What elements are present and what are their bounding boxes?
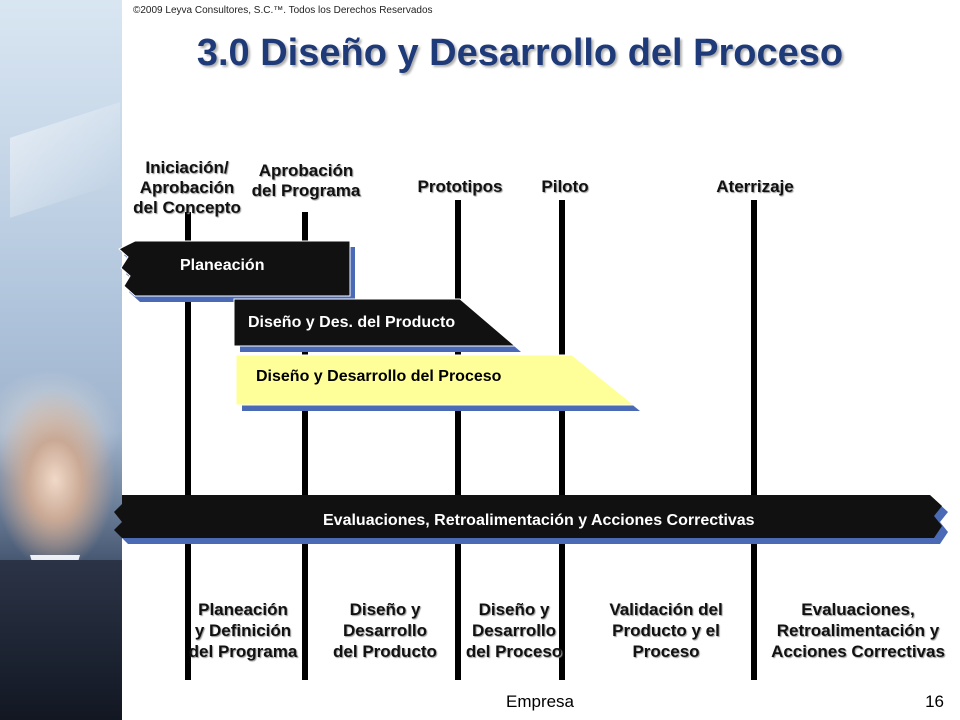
milestone-label-programa: Aprobación del Programa <box>251 161 361 200</box>
milestone-line-5 <box>751 200 757 680</box>
feedback-bar <box>114 495 948 544</box>
phase-label-producto: Diseño y Des. del Producto <box>248 314 456 331</box>
milestone-line-4 <box>559 200 565 680</box>
bottom-label-proceso: Diseño y Desarrollo del Proceso <box>465 600 563 661</box>
copyright-notice: ©2009 Leyva Consultores, S.C.™. Todos lo… <box>133 5 433 16</box>
bottom-label-programa: Planeación y Definición del Programa <box>188 600 298 661</box>
decorative-photo <box>0 0 122 720</box>
phase-bar-planeacion <box>118 240 355 302</box>
milestone-label-aterrizaje: Aterrizaje <box>716 177 794 196</box>
footer-label: Empresa <box>505 692 575 711</box>
milestone-line-2 <box>302 212 308 680</box>
phase-bar-producto <box>233 298 521 352</box>
milestone-label-prototipos: Prototipos <box>417 177 503 196</box>
feedback-bar-label: Evaluaciones, Retroalimentación y Accion… <box>323 512 755 529</box>
phase-label-planeacion: Planeación <box>180 257 265 274</box>
bottom-label-evaluaciones: Evaluaciones, Retroalimentación y Accion… <box>771 600 945 661</box>
slide-title: 3.0 Diseño y Desarrollo del Proceso <box>196 32 844 74</box>
bottom-label-validacion: Validación del Producto y el Proceso <box>609 600 723 661</box>
milestone-line-3 <box>455 200 461 680</box>
milestone-lines <box>185 200 757 680</box>
milestone-label-piloto: Piloto <box>541 177 589 196</box>
bottom-label-producto: Diseño y Desarrollo del Producto <box>333 600 437 661</box>
phase-bar-proceso <box>235 354 640 411</box>
photo-suit <box>0 560 122 720</box>
milestone-line-1 <box>185 212 191 680</box>
milestone-label-concepto: Iniciación/ Aprobación del Concepto <box>133 158 241 217</box>
phase-label-proceso: Diseño y Desarrollo del Proceso <box>256 368 502 385</box>
page-number: 16 <box>925 692 944 711</box>
